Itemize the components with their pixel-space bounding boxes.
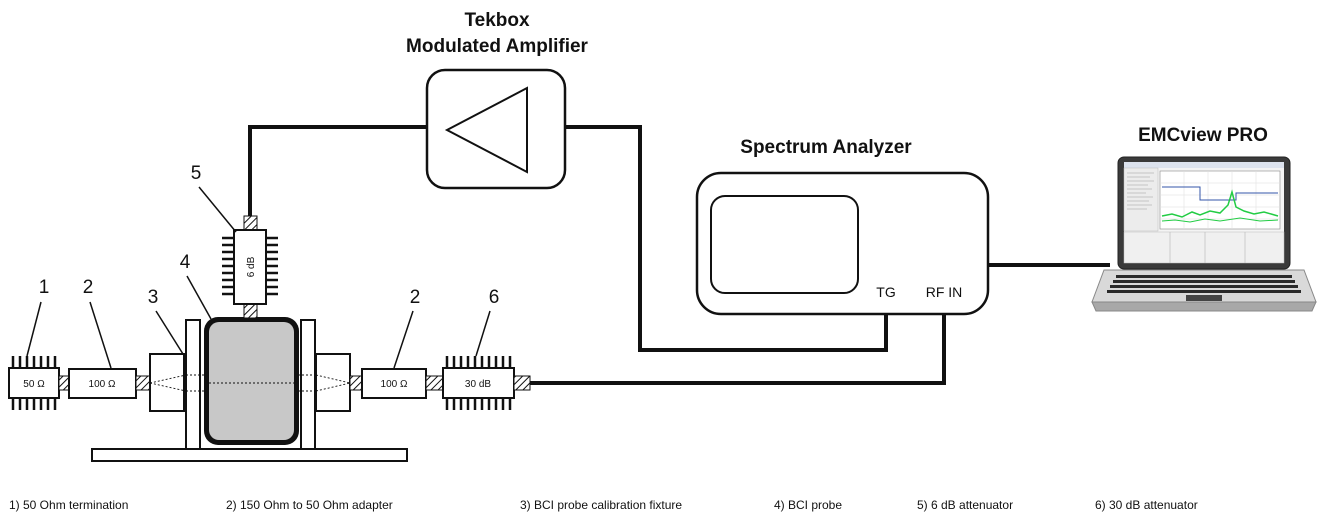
legend-item-6: 6) 30 dB attenuator (1095, 498, 1198, 512)
amplifier-triangle-icon (444, 86, 528, 174)
adapter-right-label: 100 Ω (381, 379, 408, 390)
connector (425, 375, 444, 391)
laptop (1091, 156, 1317, 312)
attenuator-6db-label: 6 dB (246, 256, 257, 277)
port-rf-in-label: RF IN (926, 284, 963, 300)
port-tg-label: TG (876, 284, 895, 300)
svg-text:2: 2 (410, 287, 421, 308)
legend-item-3: 3) BCI probe calibration fixture (520, 498, 682, 512)
svg-text:4: 4 (180, 252, 191, 273)
attenuator-6db: 6 dB (222, 229, 278, 305)
cable-amplifier-to-attenuator (248, 125, 427, 216)
connector (513, 375, 531, 391)
callout-5: 5 (191, 163, 237, 233)
legend-item-4: 4) BCI probe (774, 498, 842, 512)
callout-2-right: 2 (393, 287, 421, 369)
connector (349, 375, 363, 391)
connector (135, 375, 151, 391)
svg-text:3: 3 (148, 287, 159, 308)
connector (243, 303, 258, 319)
attenuator-30db-label: 30 dB (465, 379, 491, 390)
legend-item-5: 5) 6 dB attenuator (917, 498, 1013, 512)
connector (58, 375, 70, 391)
callout-3: 3 (148, 287, 184, 355)
callout-1: 1 (26, 277, 50, 357)
touchpad (1186, 295, 1222, 301)
software-title: EMCview PRO (1138, 125, 1268, 146)
attenuator-30db: 30 dB (442, 356, 515, 410)
spectrum-analyzer: TG RF IN (695, 171, 990, 316)
amplifier-title-line1: Tekbox (464, 10, 530, 31)
adapter-left-label: 100 Ω (89, 379, 116, 390)
callout-2-left: 2 (83, 277, 112, 369)
modulated-amplifier (425, 68, 567, 190)
svg-text:5: 5 (191, 163, 202, 184)
adapter-right: 100 Ω (361, 368, 427, 399)
termination-50-ohm: 50 Ω (8, 356, 60, 410)
callout-4: 4 (180, 252, 212, 320)
legend-item-2: 2) 150 Ohm to 50 Ohm adapter (226, 498, 393, 512)
analyzer-screen (710, 195, 859, 294)
amplifier-title-line2: Modulated Amplifier (406, 36, 589, 57)
legend: 1) 50 Ohm termination 2) 150 Ohm to 50 O… (9, 498, 1198, 512)
cable-rfin-to-attenuator (530, 314, 946, 385)
bci-probe (204, 317, 299, 445)
termination-label: 50 Ω (23, 379, 45, 390)
connector (243, 215, 258, 231)
svg-text:2: 2 (83, 277, 94, 298)
cable-amplifier-to-tg (565, 125, 888, 352)
callout-6: 6 (475, 287, 500, 357)
adapter-left: 100 Ω (68, 368, 137, 399)
fixture-base-plate (91, 448, 408, 462)
svg-text:1: 1 (39, 277, 50, 298)
spectrum-analyzer-title: Spectrum Analyzer (740, 137, 912, 158)
legend-item-1: 1) 50 Ohm termination (9, 498, 128, 512)
svg-text:6: 6 (489, 287, 500, 308)
